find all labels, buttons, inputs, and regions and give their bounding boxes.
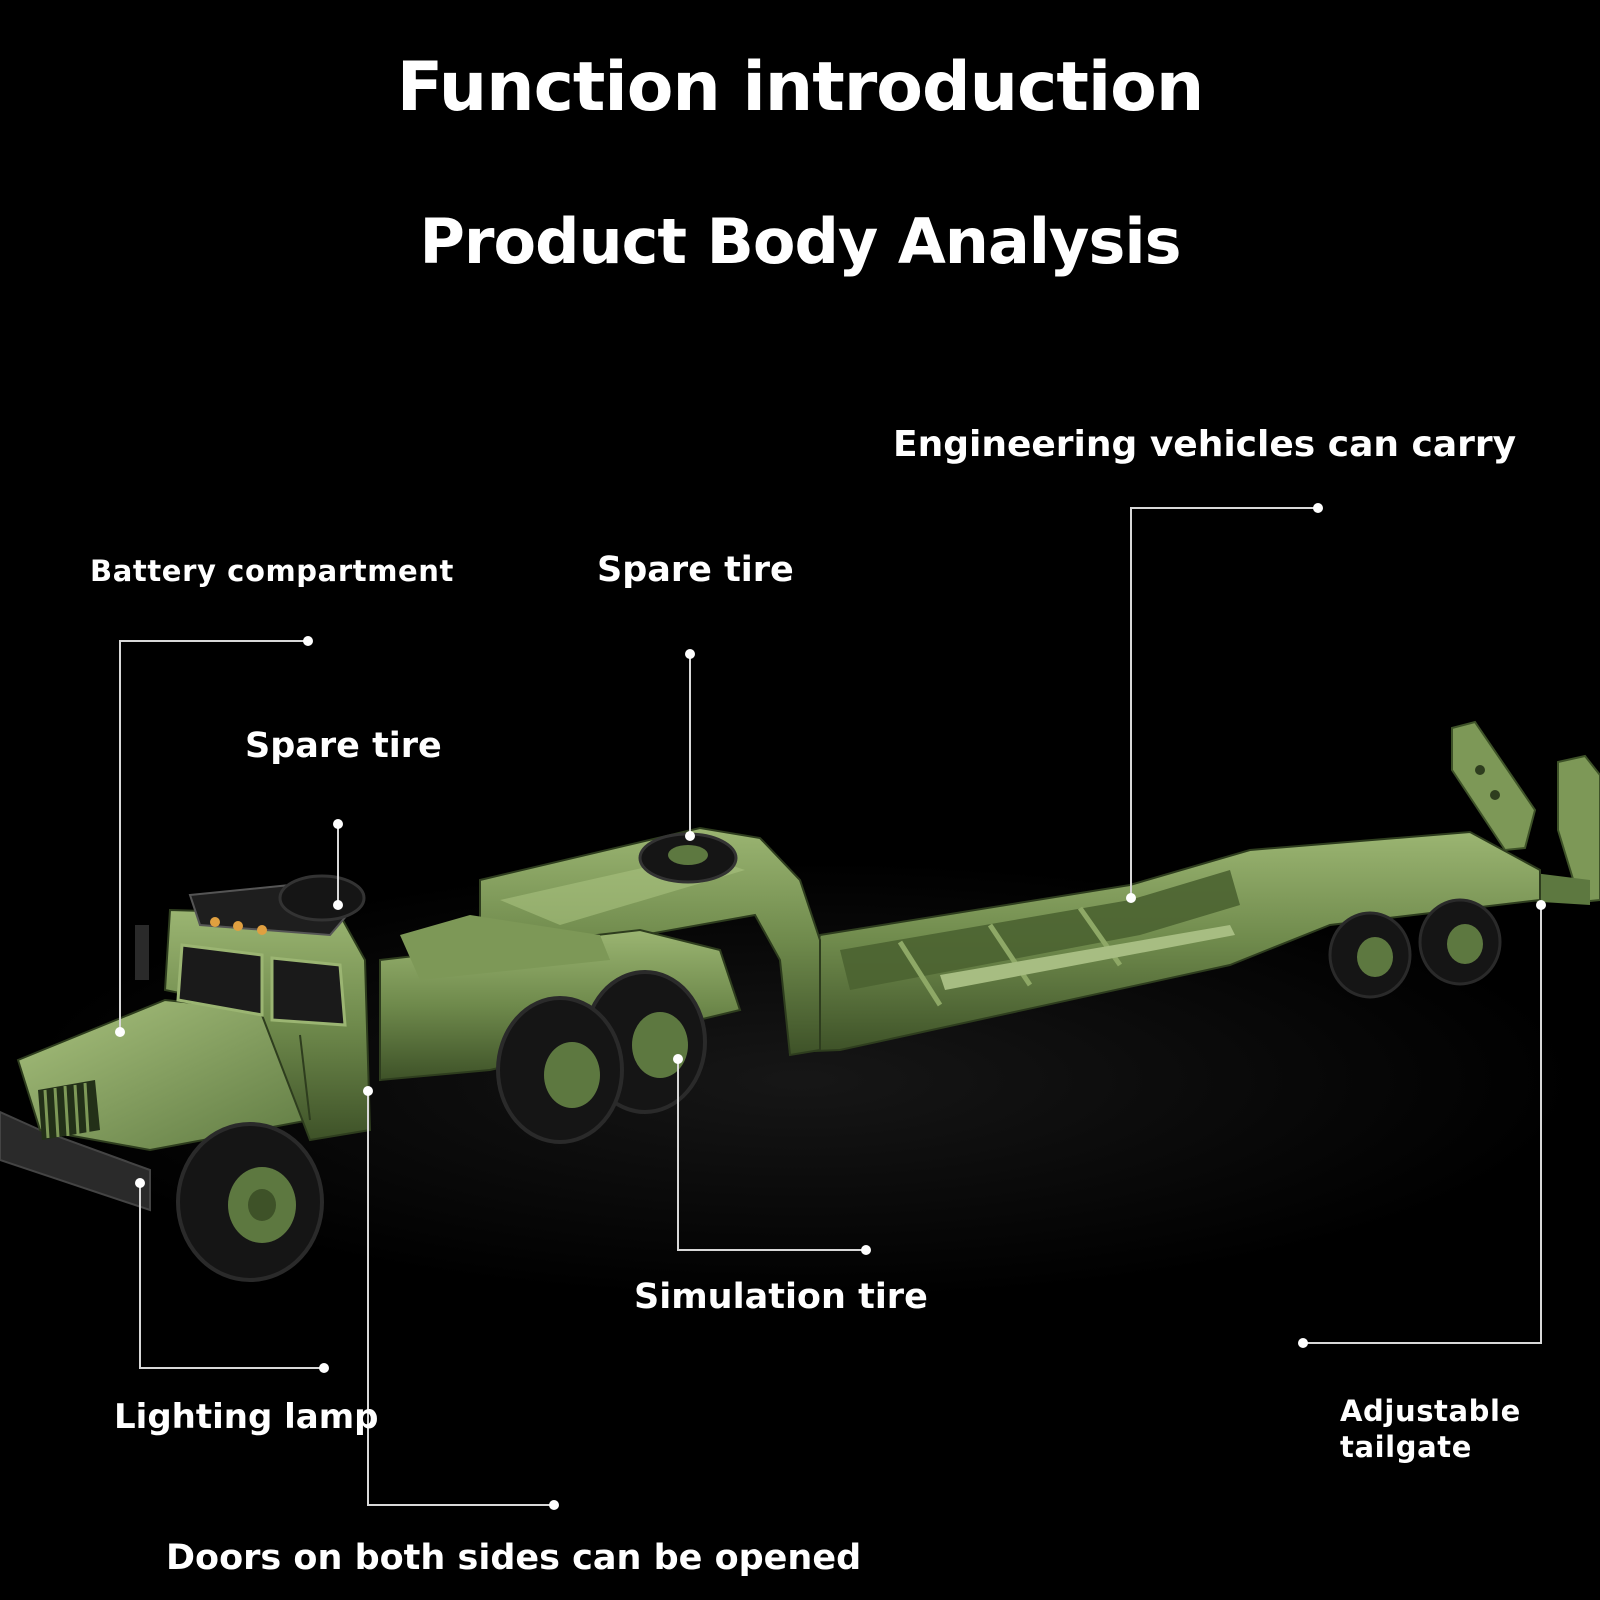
leader-dots — [115, 503, 1546, 1510]
leader-doors — [367, 1091, 554, 1506]
label-simulation-tire: Simulation tire — [634, 1277, 928, 1317]
label-lighting-lamp: Lighting lamp — [114, 1397, 379, 1437]
trailer-rear-wheels — [1328, 898, 1502, 999]
label-tailgate-line1: Adjustable — [1340, 1394, 1521, 1428]
front-tire — [176, 1122, 324, 1282]
leader-engineering — [1130, 507, 1318, 898]
leader-simulation — [677, 1059, 866, 1251]
label-spare-tire-cab: Spare tire — [245, 726, 442, 766]
label-adjustable-tailgate: Adjustable tailgate — [1340, 1393, 1521, 1465]
sub-title: Product Body Analysis — [419, 205, 1181, 278]
trailer-spare-tire — [638, 832, 738, 884]
trailer-deck — [788, 830, 1541, 1054]
label-tailgate-line2: tailgate — [1340, 1430, 1472, 1464]
label-doors: Doors on both sides can be opened — [166, 1538, 862, 1578]
label-spare-tire-trailer: Spare tire — [597, 550, 794, 590]
leader-lines — [119, 507, 1542, 1506]
truck-cab — [0, 874, 372, 1212]
leader-lighting — [139, 1183, 324, 1369]
leader-tailgate — [1303, 905, 1542, 1344]
label-battery-compartment: Battery compartment — [90, 554, 454, 588]
main-title: Function introduction — [396, 48, 1205, 127]
leader-battery — [119, 640, 308, 1032]
label-engineering-vehicles: Engineering vehicles can carry — [893, 424, 1517, 465]
